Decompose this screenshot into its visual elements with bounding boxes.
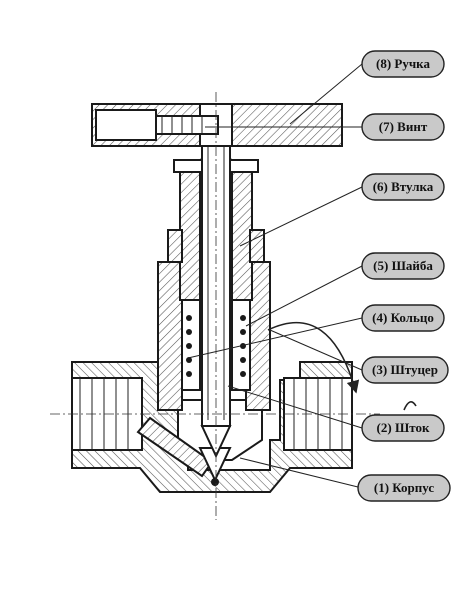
label-ring: (4) Кольцо xyxy=(361,304,445,332)
label-sleeve: (6) Втулка xyxy=(361,173,445,201)
label-union: (3) Штуцер xyxy=(361,356,449,384)
flow-arrow xyxy=(267,321,417,411)
svg-text:(7) Винт: (7) Винт xyxy=(379,119,428,134)
label-screw: (7) Винт xyxy=(361,113,445,141)
leader-lines xyxy=(187,63,363,489)
svg-text:(5) Шайба: (5) Шайба xyxy=(373,258,433,273)
label-washer: (5) Шайба xyxy=(361,252,445,280)
screw xyxy=(155,115,219,135)
svg-text:(2) Шток: (2) Шток xyxy=(377,420,430,435)
labels: (8) Ручка (7) Винт (6) Втулка (5) Шайба … xyxy=(357,50,451,502)
svg-text:(6) Втулка: (6) Втулка xyxy=(373,179,434,194)
svg-text:(8) Ручка: (8) Ручка xyxy=(376,56,430,71)
svg-text:(4) Кольцо: (4) Кольцо xyxy=(372,310,434,325)
center-lines xyxy=(50,92,380,520)
label-stem: (2) Шток xyxy=(361,414,445,442)
svg-text:(1) Корпус: (1) Корпус xyxy=(374,480,435,495)
svg-text:(3) Штуцер: (3) Штуцер xyxy=(372,362,438,377)
handle xyxy=(91,103,343,147)
label-body: (1) Корпус xyxy=(357,474,451,502)
label-handle: (8) Ручка xyxy=(361,50,445,78)
valve-body xyxy=(71,361,353,493)
